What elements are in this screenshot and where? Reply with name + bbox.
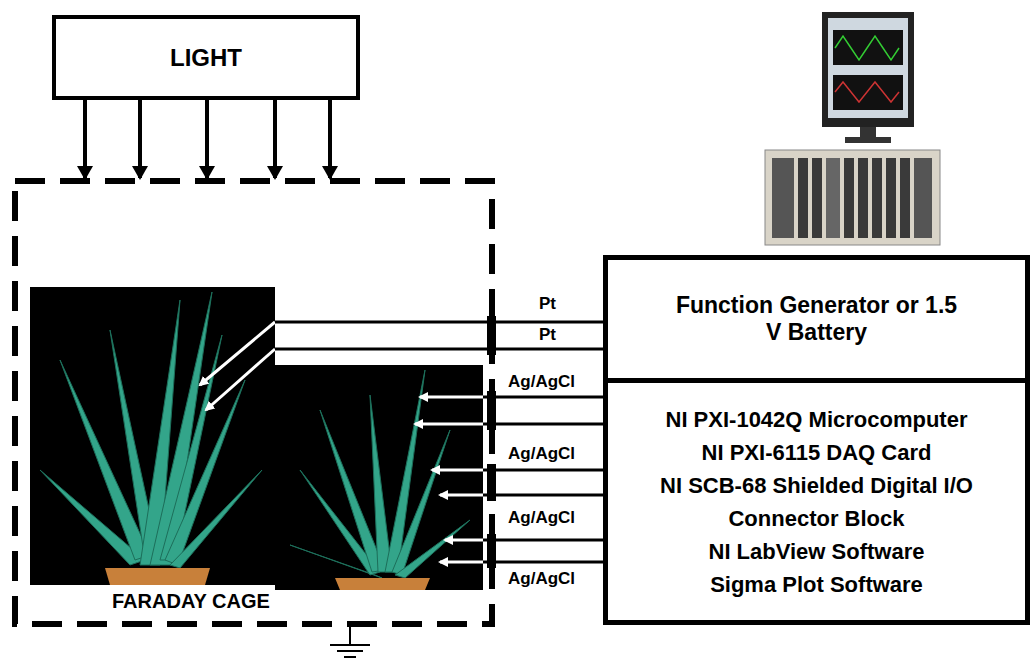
acquisition-box: NI PXI-1042Q MicrocomputerNI PXI-6115 DA… bbox=[603, 378, 1030, 625]
box-title: Function Generator or 1.5 V Battery bbox=[667, 292, 967, 346]
box-line: NI LabView Software bbox=[709, 535, 925, 568]
box-line: NI SCB-68 Shielded Digital I/O Connector… bbox=[616, 469, 1017, 535]
box-title: NI PXI-1042Q Microcomputer bbox=[666, 403, 968, 436]
box-title: LIGHT bbox=[170, 44, 242, 72]
aloe-plant-large bbox=[30, 287, 275, 585]
faraday-cage: FARADAY CAGE bbox=[12, 178, 495, 627]
electrode-label: Ag/AgCl bbox=[506, 569, 577, 588]
dashed-outline bbox=[12, 178, 495, 627]
electrode-label: Ag/AgCl bbox=[506, 444, 577, 463]
light-arrow bbox=[83, 100, 87, 178]
light-arrow bbox=[273, 100, 277, 178]
box-line: NI PXI-6115 DAQ Card bbox=[702, 436, 932, 469]
box-title: FARADAY CAGE bbox=[108, 590, 274, 613]
light-source-box: LIGHT bbox=[52, 15, 360, 100]
ground-symbol bbox=[330, 627, 370, 657]
box-line: Sigma Plot Software bbox=[710, 568, 923, 601]
electrode-label: Ag/AgCl bbox=[506, 508, 577, 527]
electrode-label: Ag/AgCl bbox=[506, 372, 577, 391]
electrode-label: Pt bbox=[537, 325, 558, 344]
aloe-plant-small bbox=[275, 365, 483, 590]
computer-picture bbox=[765, 12, 940, 245]
electrode-wires bbox=[275, 322, 603, 562]
generator-box: Function Generator or 1.5 V Battery bbox=[603, 255, 1030, 383]
light-arrow bbox=[205, 100, 209, 178]
light-arrow bbox=[328, 100, 332, 178]
light-arrow bbox=[138, 100, 142, 178]
electrode-label: Pt bbox=[537, 294, 558, 313]
